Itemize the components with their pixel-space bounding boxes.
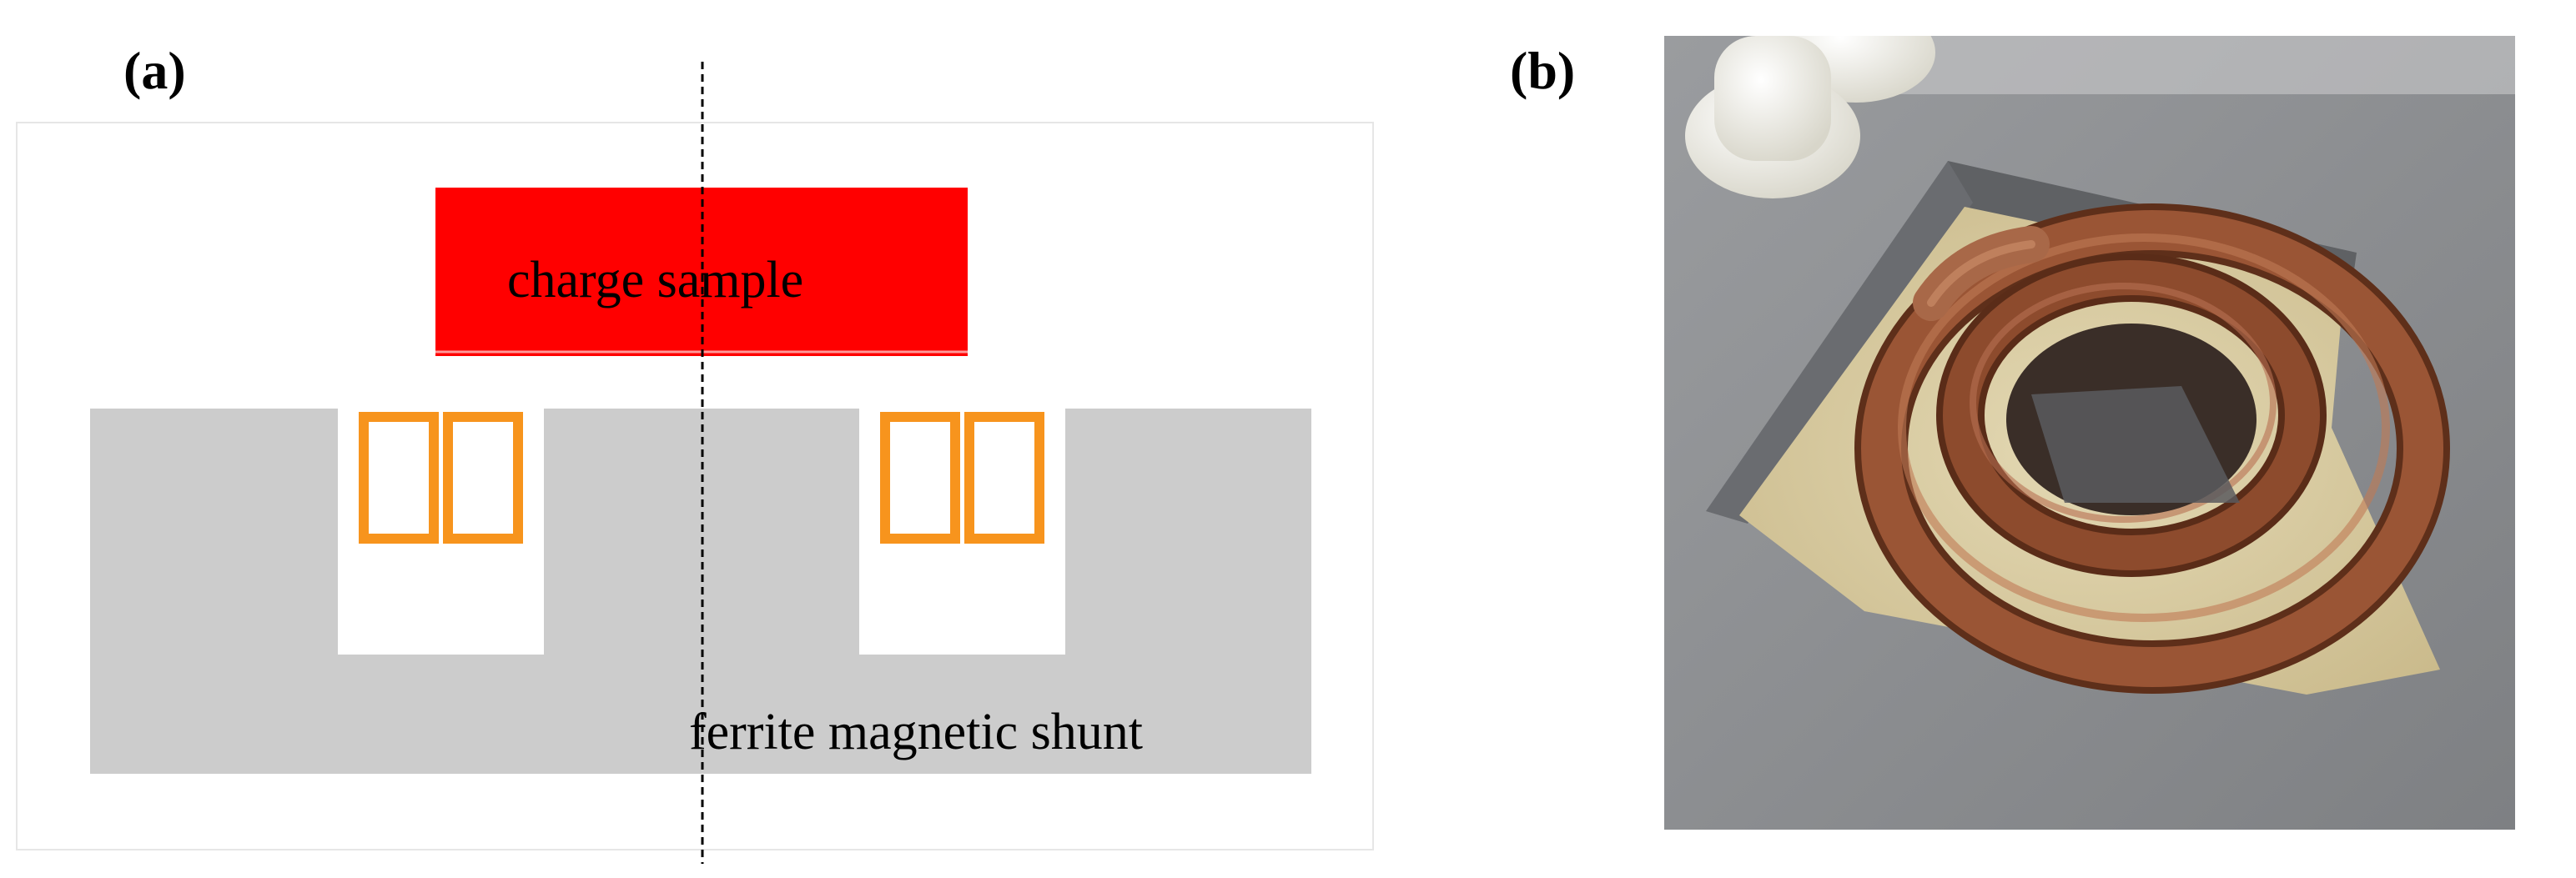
coil-right [880,412,1044,544]
plate-highlight [1831,36,2515,94]
induction-heater-schematic: charge sample ferrite magnetic shunt [16,62,1374,864]
fitting-body [1714,36,1831,161]
panel-label-b: (b) [1510,41,1576,100]
well-edge-left [1706,161,1973,524]
copper-coil [1854,203,2450,694]
coil-left [359,412,523,544]
coil-photo-drawing [1664,36,2515,830]
panel-label-a: (a) [123,41,186,100]
coil-turn [443,412,523,544]
coil-turn [964,412,1044,544]
charge-sample-label: charge sample [507,252,803,309]
coil-turn [359,412,439,544]
coil-turn [880,412,960,544]
ferrite-shunt-label: ferrite magnetic shunt [689,704,1143,760]
ferrite-magnetic-shunt [90,409,1311,774]
coil-photo [1664,36,2515,830]
